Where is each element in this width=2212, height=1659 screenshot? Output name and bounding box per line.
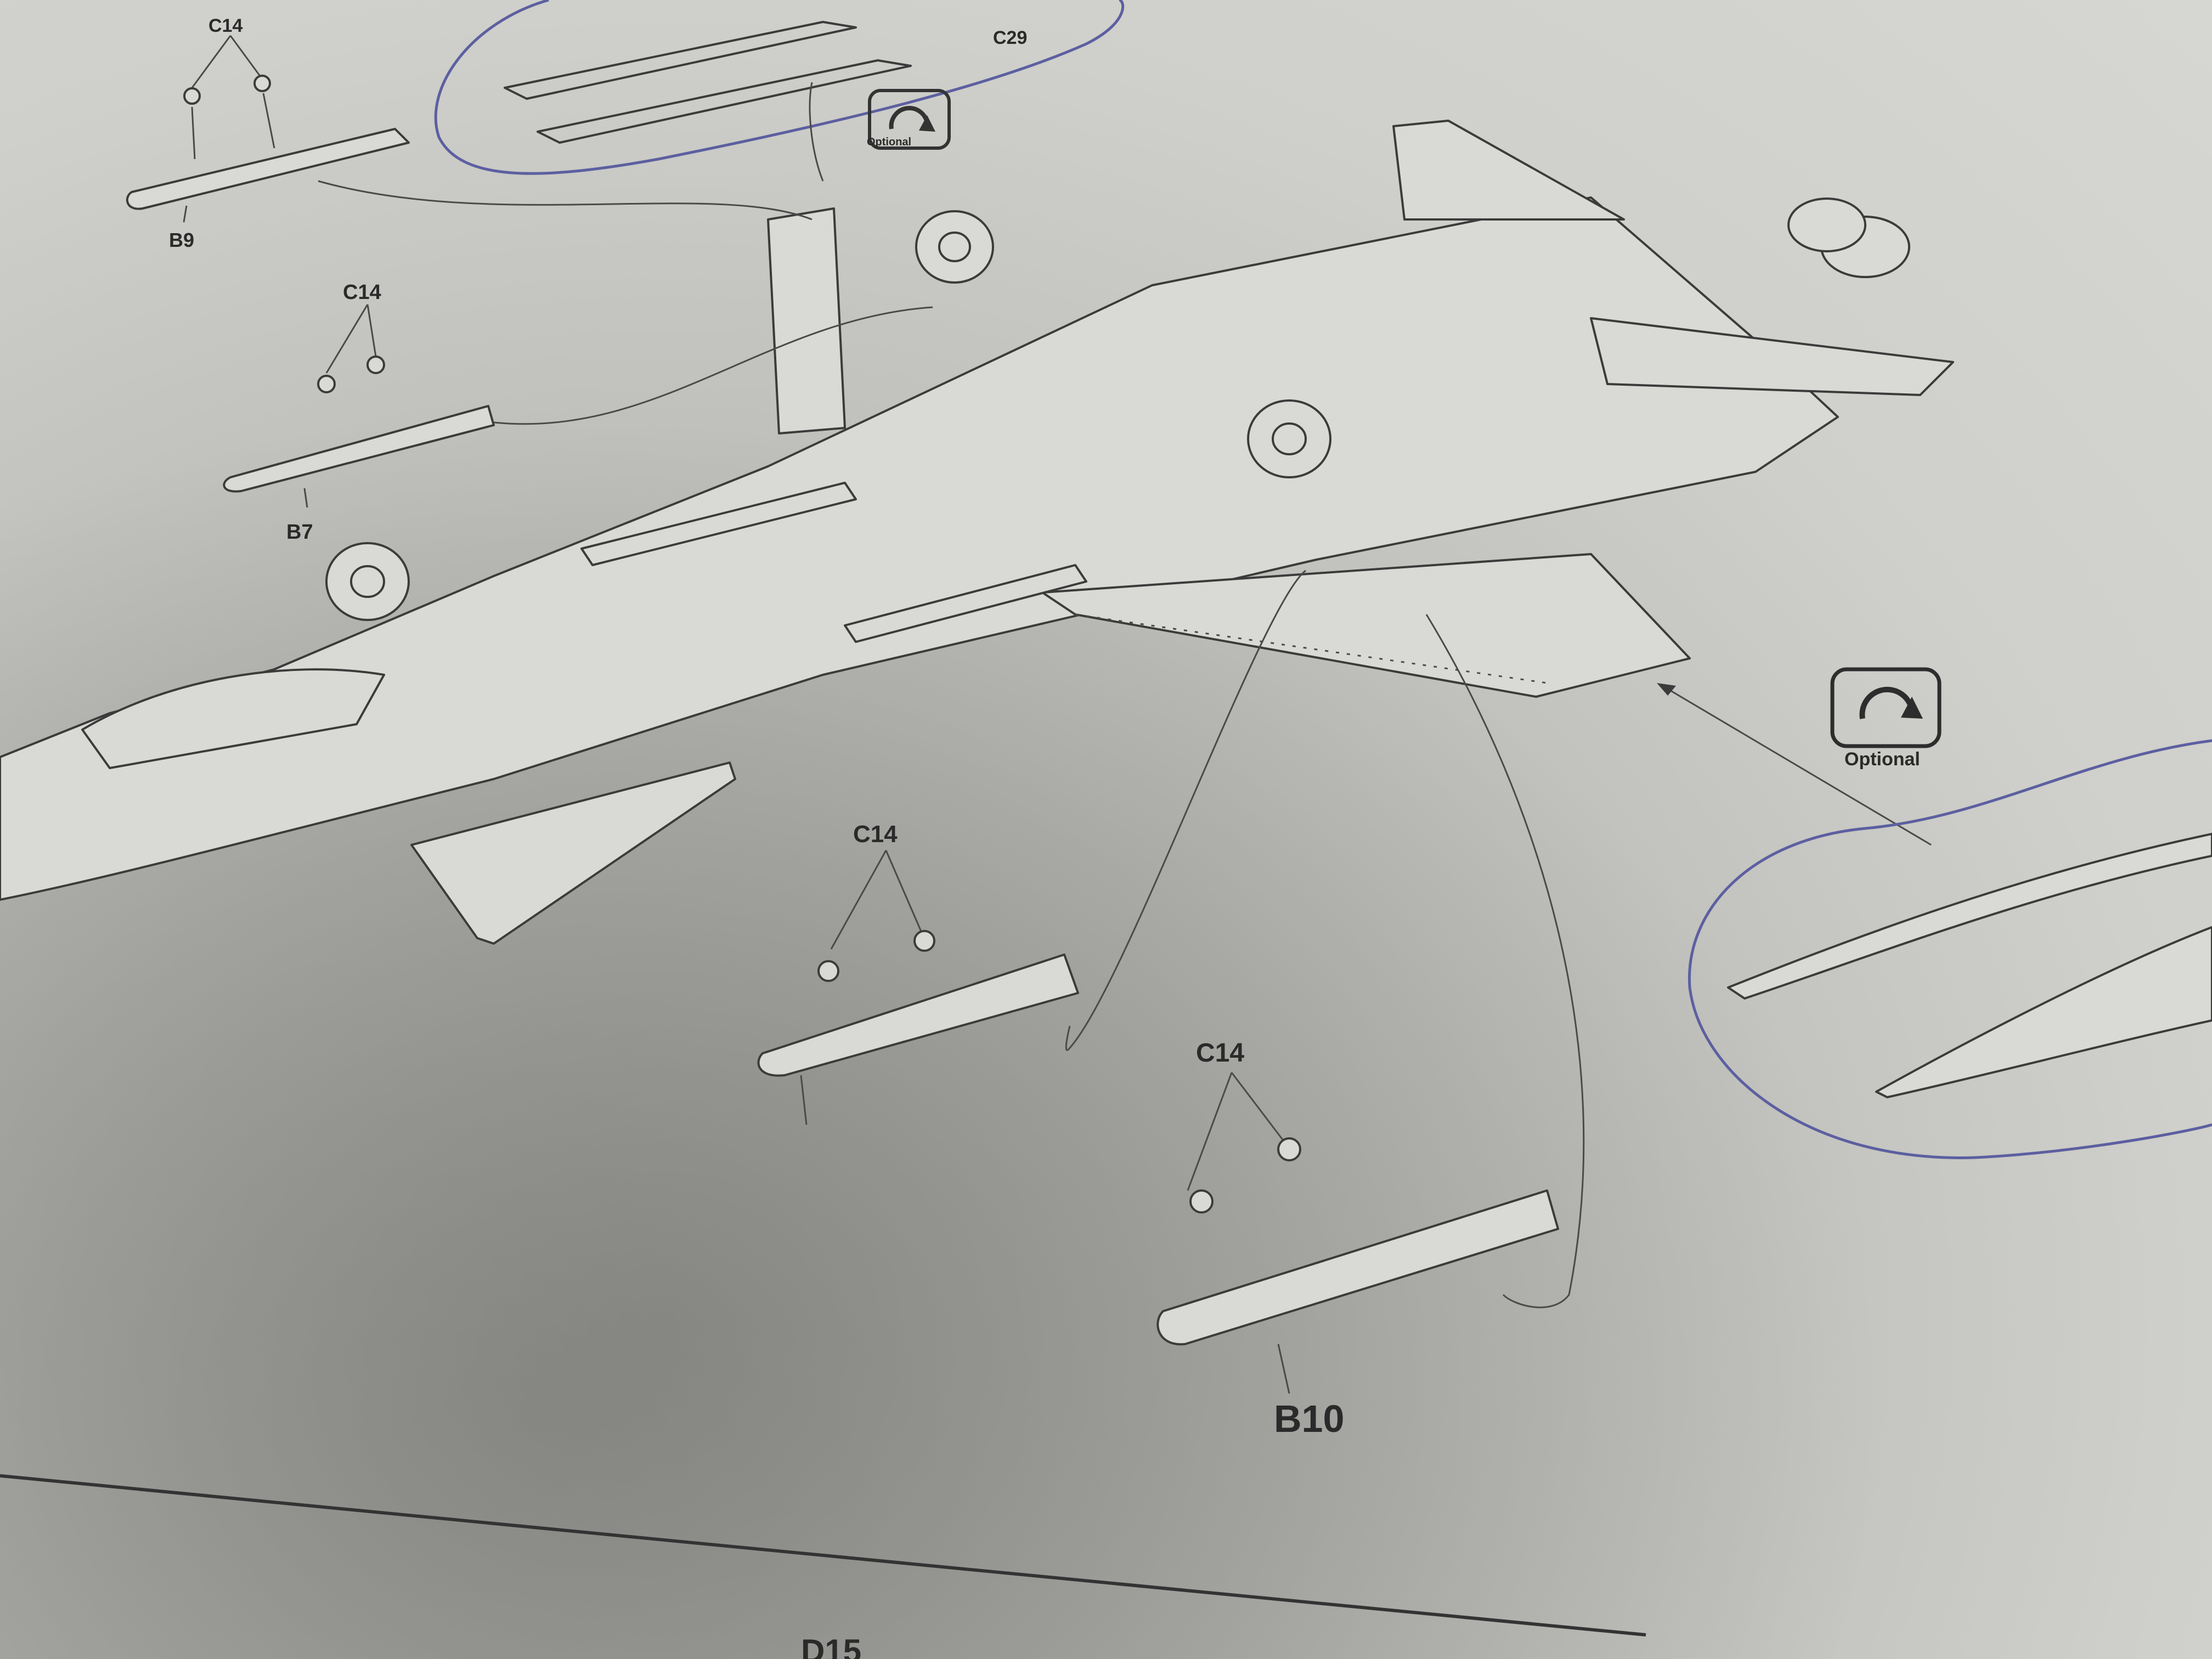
- callout-lines-c14-mid: [830, 850, 923, 950]
- optional-swap-icon: [1830, 667, 1942, 748]
- part-mid-pylon: [757, 953, 1079, 1077]
- pylon-part-c29: [504, 21, 857, 100]
- clip-c14: [366, 356, 385, 374]
- leader-mid-pylon: [800, 1075, 808, 1125]
- label-optional-top: Optional: [867, 136, 911, 148]
- aircraft-drawing: [0, 120, 1954, 945]
- part-b7: [223, 405, 495, 493]
- part-b10: [1156, 1189, 1559, 1346]
- fuel-tank-upper: [1727, 833, 2212, 1000]
- main-wheel: [915, 210, 994, 284]
- clip-c14: [913, 930, 935, 952]
- main-wheel: [1247, 399, 1331, 478]
- label-b9: B9: [169, 229, 194, 251]
- callout-lines-c14-top: [191, 35, 262, 88]
- leader-b7: [303, 488, 308, 508]
- label-optional-right: Optional: [1844, 749, 1920, 770]
- canopy-frame: [81, 668, 385, 769]
- right-optional-group: Optional: [1688, 667, 2212, 1159]
- arrowhead: [1657, 683, 1676, 696]
- leader-b9: [183, 205, 188, 223]
- install-line-c29: [809, 82, 824, 182]
- pen-circle-right: [1688, 739, 2212, 1159]
- nose-wheel: [325, 542, 410, 621]
- install-line-b7: [493, 306, 933, 425]
- far-wing-flap: [767, 207, 846, 435]
- vertical-tail: [1392, 120, 1625, 221]
- fuel-tank-lower: [1875, 926, 2212, 1098]
- gear-door: [410, 761, 736, 945]
- label-c14-b10: C14: [1196, 1039, 1244, 1068]
- main-wing-near: [1041, 553, 1691, 698]
- label-c14-b7: C14: [343, 281, 381, 304]
- engine-nozzle: [1787, 198, 1866, 252]
- install-line-b9: [318, 180, 812, 221]
- label-c29: C29: [993, 27, 1027, 48]
- clip-c14: [183, 87, 201, 105]
- part-b9: [126, 128, 410, 210]
- install-line-b10: [1425, 614, 1585, 1308]
- clip-c14: [1277, 1137, 1301, 1161]
- label-b7: B7: [286, 521, 313, 544]
- b9-assembly: C14 B9: [126, 15, 410, 251]
- clip-c14: [1189, 1189, 1214, 1214]
- page-divider: [0, 1474, 1646, 1637]
- label-footer-fragment: D15: [801, 1633, 861, 1659]
- clip-c14: [253, 75, 271, 92]
- clip-c14: [317, 375, 336, 393]
- label-b10: B10: [1274, 1397, 1344, 1440]
- missile-rail: [580, 482, 857, 566]
- wing-rivet-line: [1075, 613, 1548, 684]
- clip-c14: [817, 960, 839, 982]
- pen-circle-top: [434, 0, 1125, 175]
- leader-b10: [1277, 1344, 1290, 1394]
- b7-assembly: C14 B7: [223, 281, 495, 544]
- label-c14-top: C14: [208, 15, 242, 36]
- mid-pylon-assembly: C14: [757, 821, 1079, 1125]
- horizontal-stabilizer: [1590, 317, 1954, 396]
- arrow-lines-b9: [191, 93, 275, 160]
- b10-assembly: C14 B10: [1156, 1039, 1559, 1440]
- missile-rail: [844, 564, 1087, 643]
- top-optional-group: C29 Optional: [434, 0, 1125, 175]
- optional-swap-icon: [868, 89, 951, 150]
- install-arrow-optional: [1662, 685, 1932, 846]
- callout-lines-c14-b10: [1187, 1072, 1285, 1191]
- pylon-part-lower: [537, 59, 912, 144]
- label-c14-mid: C14: [853, 821, 898, 848]
- install-line-mid: [1065, 569, 1306, 1051]
- callout-lines-c14-b7: [325, 304, 377, 374]
